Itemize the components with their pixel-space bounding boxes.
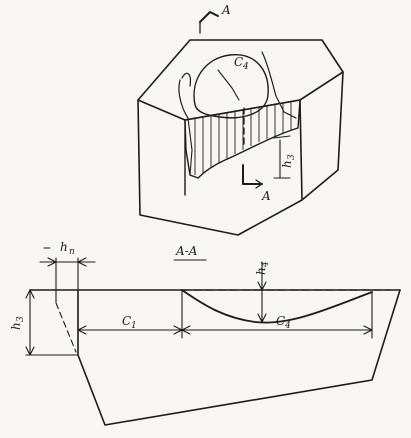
dim-h3-top-label: h	[280, 160, 294, 168]
dim-hn-label: h	[60, 240, 68, 254]
dim-h4-sub: 4	[261, 261, 271, 268]
section-mark-bottom-label: A	[261, 189, 271, 203]
dim-c4-top-sub: 4	[242, 62, 249, 72]
dim-c4-top-label: C	[234, 55, 243, 69]
cut-section	[184, 95, 301, 179]
dim-h3-top-sub: 3	[287, 154, 297, 160]
dim-c4-sub: 4	[284, 321, 291, 331]
section-mark-top-label: A	[221, 3, 231, 17]
section-title: A-A	[175, 244, 198, 258]
isometric-block	[137, 39, 344, 236]
section-mark-top: A	[199, 3, 231, 34]
dim-h3-top: h 3	[273, 135, 297, 179]
dim-hn-sub: n	[69, 247, 75, 257]
dim-c1-label: C	[122, 314, 131, 328]
dim-h3-label: h	[9, 322, 23, 330]
dim-c4-top: C 4	[217, 55, 249, 101]
dim-c1-sub: 1	[131, 321, 137, 331]
section-a-a: A-A h n h 3 h 4	[9, 240, 401, 426]
rut-cavity	[178, 51, 277, 119]
dim-c4-label: C	[276, 314, 285, 328]
dim-h4-label: h	[254, 267, 268, 275]
dim-h3-sub: 3	[16, 316, 26, 322]
section-mark-bottom: A	[242, 164, 271, 203]
